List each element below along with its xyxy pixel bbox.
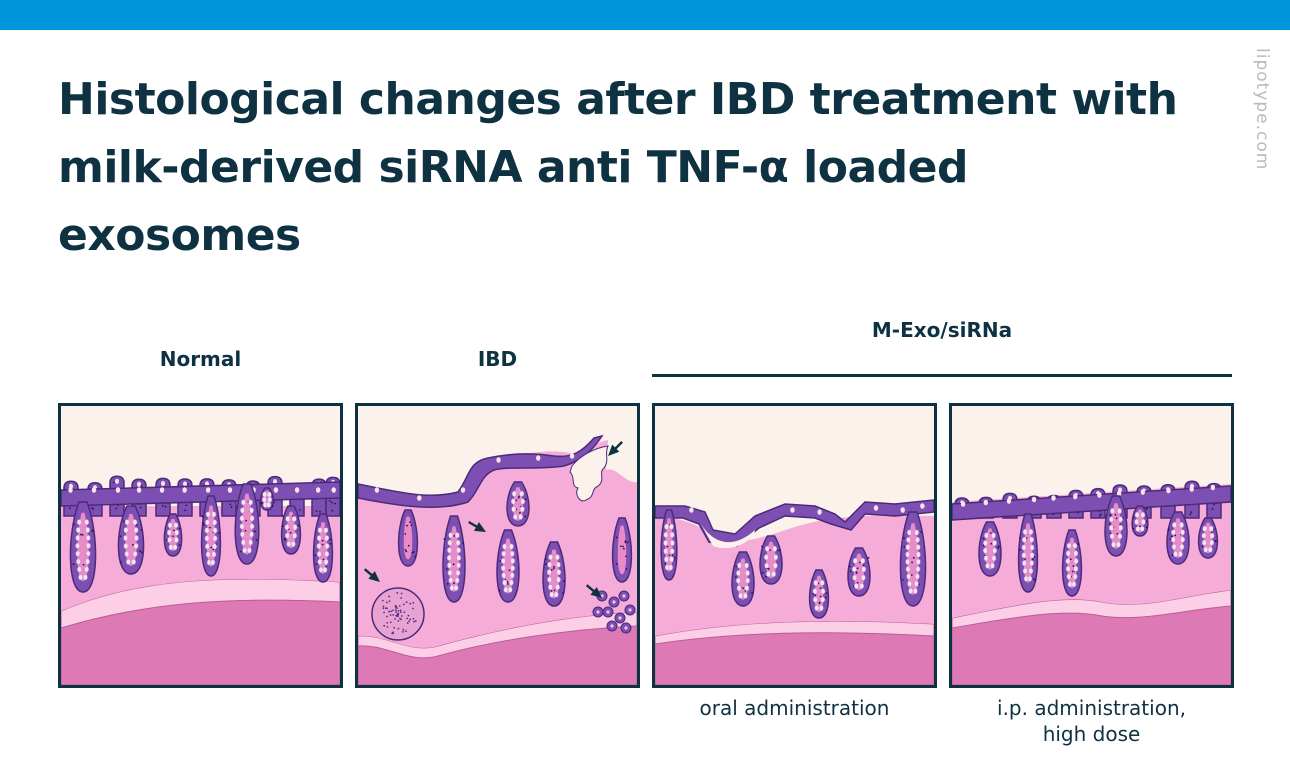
top-bar [0,0,1290,30]
crypt [163,513,183,557]
tissue-oral [655,406,934,685]
panel-label-normal: Normal [159,347,242,371]
crypt [1131,505,1149,537]
crypt [506,481,530,527]
caption-oral: oral administration [699,696,890,720]
crypt [234,483,260,565]
arrow-icon [363,568,380,582]
mucosa [655,515,934,636]
group-label-treatment: M-Exo/siRNa [871,318,1013,342]
crypt [978,521,1002,577]
crypt [1017,513,1039,593]
arrow-icon [468,520,486,532]
epithelial-erosion [569,445,609,502]
crypt [442,515,466,603]
panel-ip [949,403,1234,688]
page-title: Histological changes after IBD treatment… [58,74,1178,261]
crypt [496,529,520,603]
muscularis [952,605,1231,685]
group-bracket-line [652,374,1232,377]
muscularis [61,599,340,685]
crypt [397,509,419,567]
tissue-normal [61,406,340,685]
surface-epithelium [952,485,1231,521]
panel-label-ibd: IBD [477,347,518,371]
crypt [899,511,927,607]
crypt [1061,529,1083,597]
surface-epithelium-irregular [358,434,604,508]
tissue-ip [952,406,1231,685]
crypt [1104,495,1128,557]
panel-normal [58,403,343,688]
crypt [1166,511,1190,565]
crypt [200,495,222,577]
crypt [312,513,334,583]
crypt [611,517,633,583]
tissue-ibd [358,406,637,685]
crypt [759,535,783,585]
arrow-icon [585,584,602,598]
crypt [280,505,302,555]
crypt [660,509,678,581]
crypt [1197,517,1219,559]
crypt [117,505,145,575]
panel-ibd [355,403,640,688]
panel-oral [652,403,937,688]
crypt [260,487,274,511]
arrow-icon [608,441,623,456]
healed-erosion [701,524,755,549]
muscularis [655,632,934,685]
cell-cluster-icon [592,590,636,634]
surface-goblets [960,484,1216,507]
mucosa-inflamed [358,440,637,648]
crypt [542,541,566,607]
crypt [69,501,97,593]
crypt [808,569,830,619]
crypt [731,551,755,607]
brand-watermark: lipotype.com [1252,48,1272,171]
crypt [847,547,871,597]
surface-goblets [374,453,575,501]
caption-ip: i.p. administration, high dose [997,696,1186,746]
